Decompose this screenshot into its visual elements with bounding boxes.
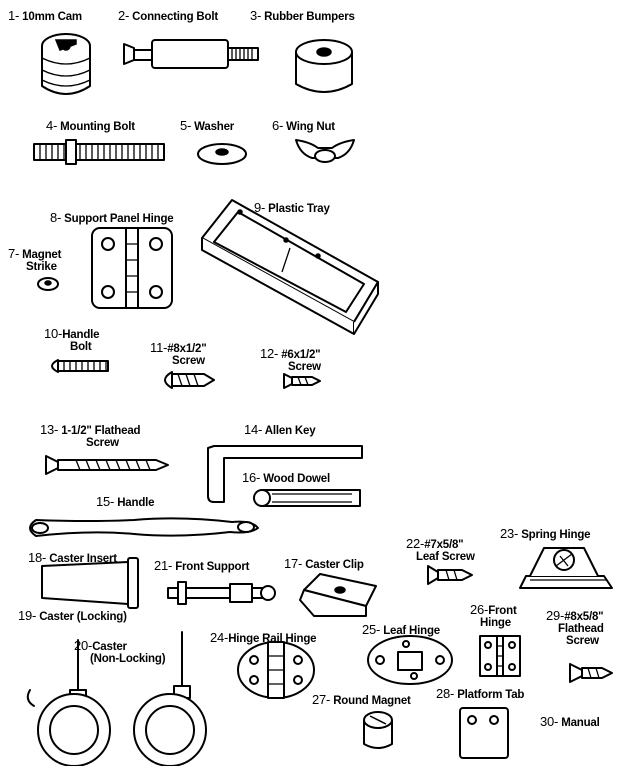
wing-nut-icon bbox=[295, 139, 355, 163]
mounting-bolt-icon bbox=[33, 139, 165, 165]
label-part-25: 25- Leaf Hinge bbox=[362, 622, 440, 637]
handle-icon bbox=[29, 517, 259, 537]
label-part-28: 28- Platform Tab bbox=[436, 686, 525, 701]
rubber-bumper-icon bbox=[295, 39, 353, 93]
caster-clip-icon bbox=[299, 573, 377, 617]
label-part-18: 18- Caster Insert bbox=[28, 550, 117, 565]
screw-6x1-2-icon bbox=[283, 373, 321, 389]
label-part-21: 21- Front Support bbox=[154, 558, 250, 573]
allen-key-icon bbox=[207, 445, 363, 503]
flathead-screw-8x5-8-icon bbox=[569, 663, 613, 683]
caster-non-locking-icon bbox=[26, 631, 207, 766]
label-part-27: 27- Round Magnet bbox=[312, 692, 411, 707]
cam-10mm-icon bbox=[41, 33, 91, 95]
label-part-11: 11-#8x1/2"Screw bbox=[150, 340, 207, 367]
label-part-17: 17- Caster Clip bbox=[284, 556, 364, 571]
label-part-16: 16- Wood Dowel bbox=[242, 470, 330, 485]
leaf-screw-7x5-8-icon bbox=[427, 565, 473, 585]
label-part-20: 20-Caster(Non-Locking) bbox=[74, 638, 166, 665]
label-part-30: 30- Manual bbox=[540, 714, 600, 729]
label-part-23: 23- Spring Hinge bbox=[500, 526, 591, 541]
label-part-5: 5- Washer bbox=[180, 118, 235, 133]
label-part-15: 15- Handle bbox=[96, 494, 155, 509]
screw-8x1-2-icon bbox=[164, 371, 215, 389]
label-part-3: 3- Rubber Bumpers bbox=[250, 8, 355, 23]
magnet-strike-icon bbox=[37, 277, 59, 291]
washer-icon bbox=[197, 143, 247, 165]
front-support-icon bbox=[167, 581, 276, 605]
platform-tab-icon bbox=[459, 707, 509, 759]
hinge-rail-hinge-icon bbox=[237, 641, 315, 699]
handle-bolt-icon bbox=[51, 359, 109, 373]
plastic-tray-icon bbox=[201, 199, 379, 335]
wood-dowel-icon bbox=[253, 489, 361, 507]
label-part-2: 2- Connecting Bolt bbox=[118, 8, 218, 23]
label-part-24: 24-Hinge Rail Hinge bbox=[210, 630, 317, 645]
connecting-bolt-icon bbox=[123, 39, 259, 69]
label-part-8: 8- Support Panel Hinge bbox=[50, 210, 174, 225]
label-part-6: 6- Wing Nut bbox=[272, 118, 335, 133]
front-hinge-icon bbox=[479, 635, 521, 677]
spring-hinge-icon bbox=[519, 547, 613, 589]
label-part-14: 14- Allen Key bbox=[244, 422, 316, 437]
flathead-screw-1-1-2-icon bbox=[45, 455, 169, 475]
label-part-22: 22-#7x5/8"Leaf Screw bbox=[406, 536, 475, 563]
label-part-19: 19- Caster (Locking) bbox=[18, 608, 127, 623]
leaf-hinge-icon bbox=[367, 635, 453, 685]
round-magnet-icon bbox=[363, 711, 393, 749]
caster-insert-icon bbox=[41, 557, 139, 609]
label-part-4: 4- Mounting Bolt bbox=[46, 118, 135, 133]
label-part-1: 1- 10mm Cam bbox=[8, 8, 82, 23]
support-panel-hinge-icon bbox=[91, 227, 173, 309]
label-part-9: 9- Plastic Tray bbox=[254, 200, 330, 215]
label-part-12: 12- #6x1/2"Screw bbox=[260, 346, 321, 373]
